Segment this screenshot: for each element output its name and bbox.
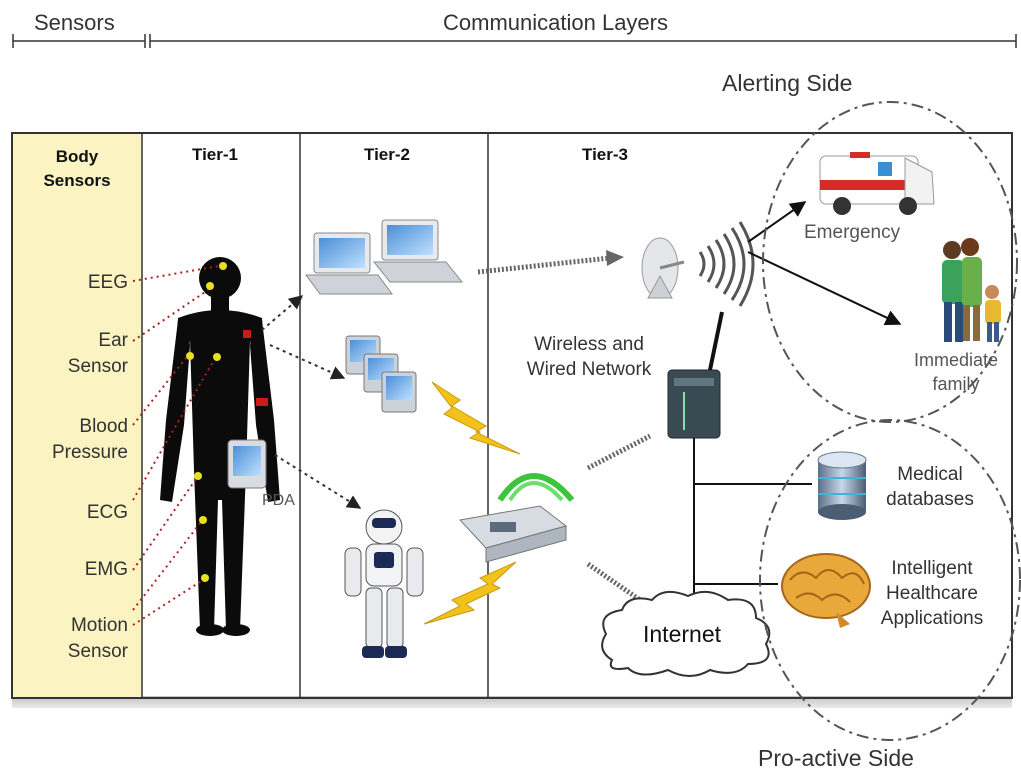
- body-sensors-column: [12, 133, 142, 698]
- sensor-label-blood-pressure: Blood Pressure: [51, 416, 128, 463]
- wireless-router-icon: [459, 473, 575, 563]
- server-tower-icon: [667, 311, 724, 439]
- laptop-icon-2: [372, 219, 464, 283]
- proactive-side-title: Pro-active Side: [758, 745, 914, 771]
- sensor-label-ear-sensor: Ear Sensor: [67, 330, 128, 377]
- pda-label: PDA: [262, 492, 295, 509]
- satellite-dish-icon: [641, 237, 685, 299]
- medical-databases-label: Medical databases: [886, 464, 974, 510]
- intelligent-healthcare-applications-label: Intelligent Healthcare Applications: [880, 558, 984, 629]
- tier1-title: Tier-1: [192, 145, 238, 164]
- emergency-label: Emergency: [804, 222, 901, 243]
- sensors-header: Sensors: [34, 10, 115, 35]
- signal-waves-icon: [698, 221, 755, 307]
- diagram-frame: [11, 132, 1013, 699]
- laptop-icon-1: [305, 232, 393, 295]
- sensor-label-emg: EMG: [84, 559, 128, 580]
- lightning-icon-2: [423, 561, 517, 625]
- body-sensors-title: Body Sensors: [43, 147, 111, 190]
- tier3-title: Tier-3: [582, 145, 628, 164]
- pda-stack-icon: [345, 335, 417, 413]
- internet-label: Internet: [643, 621, 721, 647]
- network-backbone: [693, 438, 812, 606]
- robot-icon: [344, 509, 424, 658]
- immediate-family-label: Immediate family: [913, 350, 999, 394]
- pda-device: [227, 439, 267, 489]
- sensor-dots: [186, 262, 227, 582]
- tier1-to-tier2-arrows: [261, 295, 362, 509]
- sensor-connector-lines: [132, 265, 220, 626]
- sensor-label-motion-sensor: Motion Sensor: [67, 615, 128, 662]
- family-icon: [942, 238, 1001, 342]
- ambulance-icon: [819, 152, 935, 215]
- sensor-label-ecg: ECG: [86, 502, 128, 523]
- database-icon: [817, 451, 867, 520]
- header-brackets: [12, 34, 1017, 48]
- communication-layers-header: Communication Layers: [443, 10, 668, 35]
- signal-wave-connectors: [477, 255, 652, 603]
- proactive-side-ellipse: [759, 419, 1021, 741]
- brain-icon: [781, 553, 871, 628]
- tier2-title: Tier-2: [364, 145, 410, 164]
- sensor-label-eeg: EEG: [87, 272, 128, 293]
- internet-cloud: [601, 590, 771, 677]
- alerting-side-ellipse: [762, 101, 1018, 423]
- wireless-wired-network-label: Wireless and Wired Network: [526, 334, 652, 380]
- lightning-icon-1: [431, 381, 521, 455]
- alerting-side-title: Alerting Side: [722, 70, 853, 96]
